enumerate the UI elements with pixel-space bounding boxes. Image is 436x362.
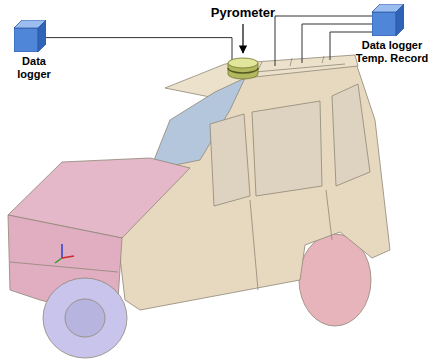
pyrometer: Pyrometer xyxy=(226,56,260,80)
cube-side xyxy=(38,20,46,52)
car-part xyxy=(252,101,322,196)
logger-cube xyxy=(372,4,404,36)
car-part xyxy=(242,24,243,53)
node-label: Pyrometer xyxy=(200,6,286,21)
cube-front xyxy=(14,28,38,52)
car-part xyxy=(332,84,370,186)
cylinder-top xyxy=(228,58,258,68)
car-part xyxy=(165,55,358,98)
cylinder-ring xyxy=(228,68,258,73)
car-part xyxy=(326,190,332,240)
cube-front xyxy=(372,12,396,36)
wire xyxy=(46,38,232,60)
car-part xyxy=(55,258,62,263)
car-part xyxy=(61,244,63,258)
car-part xyxy=(43,278,127,358)
logger-cube xyxy=(14,20,46,52)
node-label: Data logger xyxy=(4,55,64,80)
car-part xyxy=(65,299,105,337)
node-label: Data logger Temp. Record xyxy=(352,39,432,64)
cube-side xyxy=(396,4,404,36)
pyrometer-cylinder xyxy=(226,56,260,80)
car-part xyxy=(290,58,292,66)
data-logger: Data logger Temp. Record xyxy=(352,4,432,64)
data-logger: Data logger xyxy=(4,20,64,80)
car-part xyxy=(55,244,74,263)
car-part xyxy=(62,256,74,258)
car-part xyxy=(210,114,250,206)
car-part xyxy=(8,55,390,358)
car-part xyxy=(322,56,324,63)
car-part xyxy=(10,262,118,272)
car-part xyxy=(250,200,258,290)
